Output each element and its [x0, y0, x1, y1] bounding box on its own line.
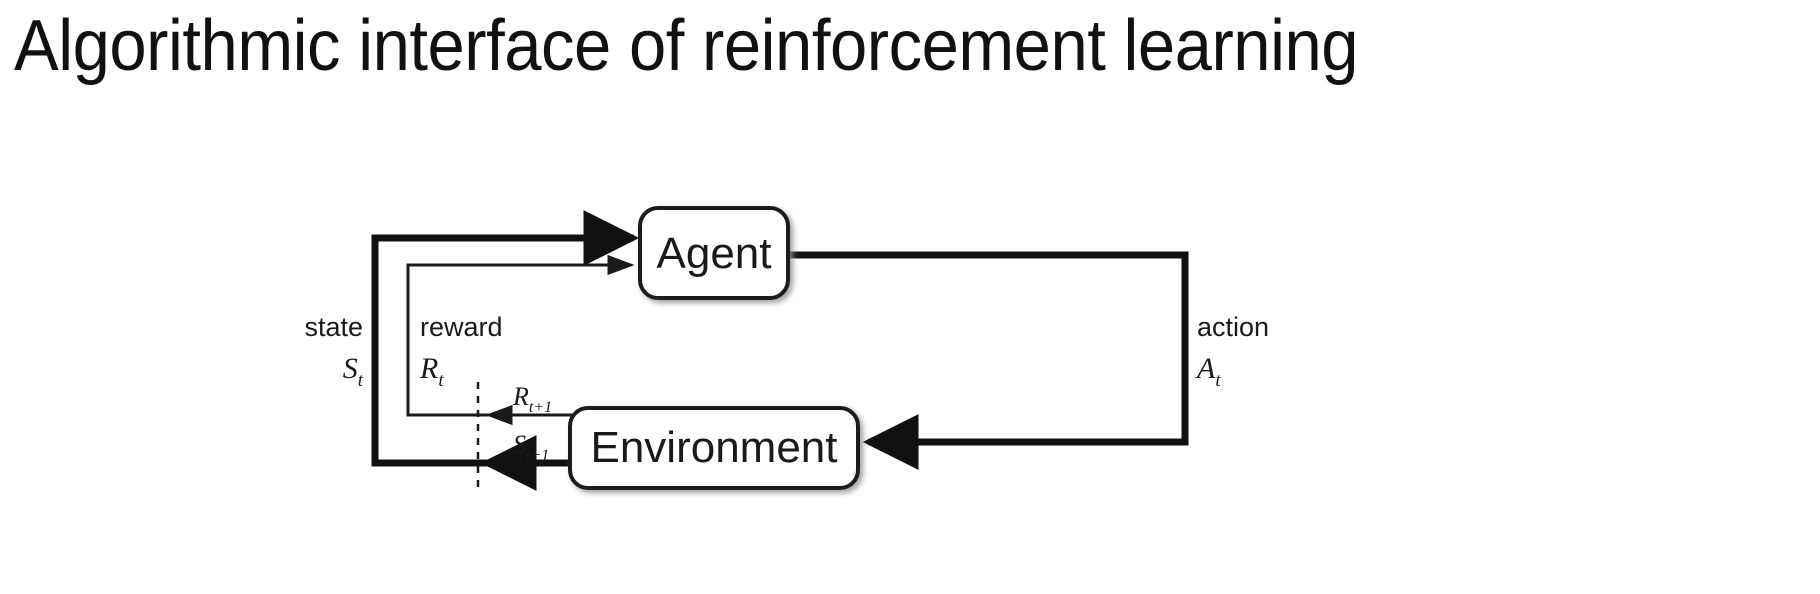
edge-reward-to-agent	[406, 254, 635, 417]
edge-state-to-agent	[371, 210, 640, 467]
page-title: Algorithmic interface of reinforcement l…	[14, 6, 1359, 86]
state-symbol-label: St	[343, 352, 364, 391]
action-word-label: action	[1197, 312, 1269, 342]
agent-box[interactable]	[638, 206, 790, 300]
edge-action-to-environment	[786, 251, 1189, 470]
reward-symbol-subscript: t	[438, 370, 444, 391]
environment-label: Environment	[590, 423, 837, 472]
environment-box[interactable]	[568, 406, 860, 490]
label-state: state St	[304, 312, 363, 391]
state-next-label: St+1	[513, 430, 549, 464]
reward-next-subscript: t+1	[529, 399, 552, 416]
label-reward-next: Rt+1	[512, 382, 552, 416]
reward-next-label: Rt+1	[512, 382, 552, 416]
reward-symbol-glyph: R	[419, 352, 438, 385]
node-environment[interactable]: Environment	[568, 406, 860, 490]
rl-loop-diagram: Agent Environment state St reward Rt	[304, 206, 1269, 491]
diagram-container: Agent Environment state St reward Rt	[0, 150, 1820, 594]
action-symbol-subscript: t	[1215, 370, 1221, 391]
reward-next-glyph: R	[512, 382, 529, 411]
reward-symbol-label: Rt	[419, 352, 444, 391]
state-symbol-glyph: S	[343, 352, 358, 385]
state-symbol-subscript: t	[358, 370, 364, 391]
state-next-glyph: S	[513, 430, 526, 459]
action-symbol-glyph: A	[1195, 352, 1216, 385]
state-word-label: state	[304, 312, 363, 342]
label-state-next: St+1	[513, 430, 549, 464]
label-action: action At	[1195, 312, 1269, 391]
reward-word-label: reward	[420, 312, 503, 342]
state-next-subscript: t+1	[526, 447, 549, 464]
agent-label: Agent	[657, 229, 772, 278]
action-symbol-label: At	[1195, 352, 1221, 391]
label-reward: reward Rt	[419, 312, 503, 391]
node-agent[interactable]: Agent	[638, 206, 790, 300]
